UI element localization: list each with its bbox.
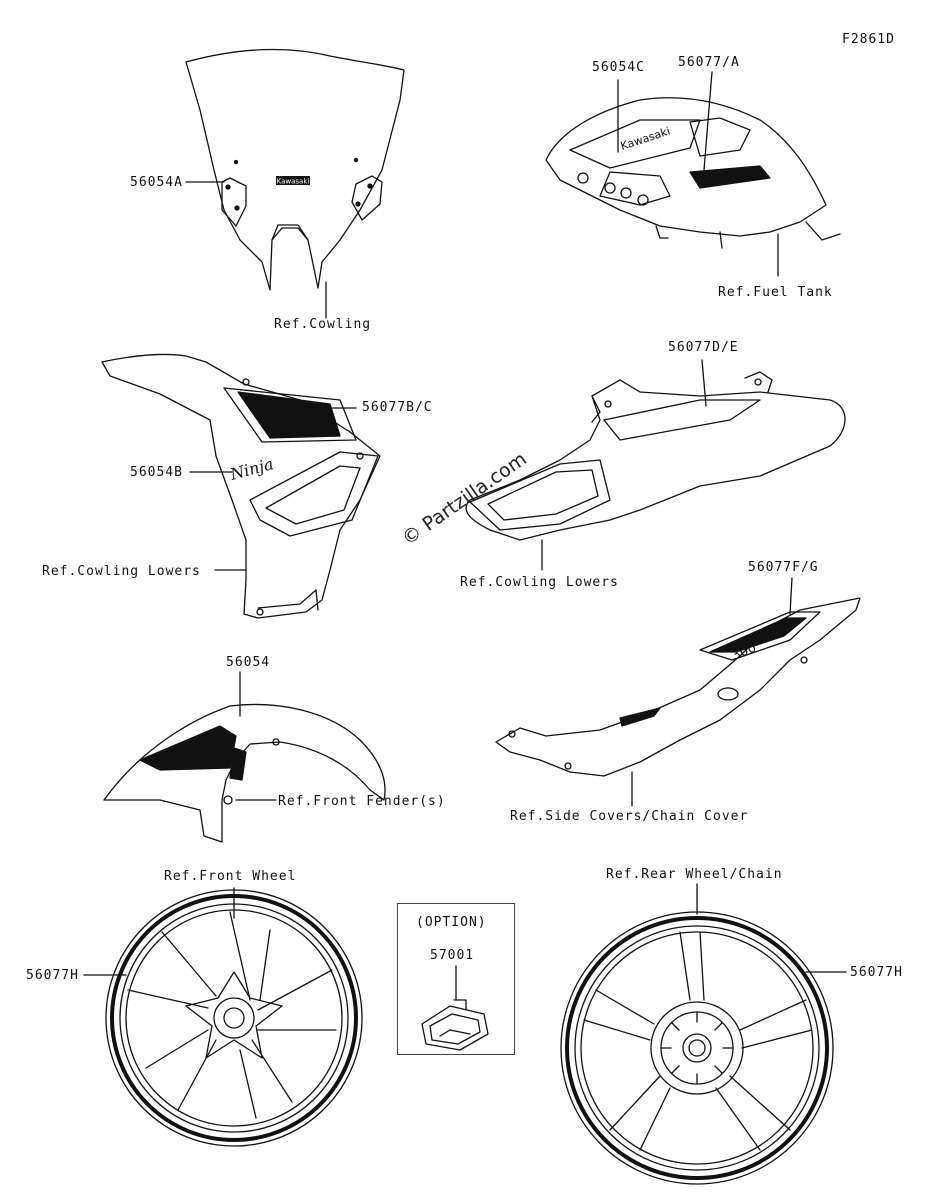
label-ref-front-wheel[interactable]: Ref.Front Wheel (164, 869, 297, 884)
label-56054C[interactable]: 56054C (592, 60, 645, 75)
front-fender (103, 703, 386, 843)
rear-wheel (560, 911, 834, 1185)
label-56077A[interactable]: 56077/A (678, 55, 740, 70)
label-56054A[interactable]: 56054A (130, 175, 183, 190)
side-cover: 300 (495, 597, 861, 777)
label-ref-side-covers[interactable]: Ref.Side Covers/Chain Cover (510, 809, 749, 824)
label-ref-fuel-tank[interactable]: Ref.Fuel Tank (718, 285, 833, 300)
leader-56077FG (789, 577, 793, 615)
label-ref-rear-wheel[interactable]: Ref.Rear Wheel/Chain (606, 867, 783, 882)
label-ref-front-fender[interactable]: Ref.Front Fender(s) (278, 794, 446, 809)
leader-56077DE (701, 359, 707, 407)
label-ref-cowling[interactable]: Ref.Cowling (274, 317, 372, 332)
leader-56077A (703, 71, 713, 171)
cowling-decal-text: Ninja (227, 454, 275, 484)
option-label: (OPTION) (416, 915, 487, 930)
option-box (397, 903, 515, 1055)
fuel-tank: Kawasaki (545, 97, 841, 249)
windscreen: Kawasaki (185, 48, 405, 319)
label-56054[interactable]: 56054 (226, 655, 271, 670)
label-56077DE[interactable]: 56077D/E (668, 340, 739, 355)
label-57001[interactable]: 57001 (430, 948, 475, 963)
windscreen-decal-text: Kawasaki (277, 178, 310, 186)
label-ref-cowling-lowers-right[interactable]: Ref.Cowling Lowers (460, 575, 619, 590)
label-56077H-left[interactable]: 56077H (26, 968, 79, 983)
front-wheel (105, 889, 363, 1147)
label-56077H-right[interactable]: 56077H (850, 965, 903, 980)
label-ref-cowling-lowers-left[interactable]: Ref.Cowling Lowers (42, 564, 201, 579)
tank-decal-text: Kawasaki (619, 125, 672, 153)
figure-code: F2861D (842, 32, 895, 47)
label-56054B[interactable]: 56054B (130, 465, 183, 480)
label-56077FG[interactable]: 56077F/G (748, 560, 819, 575)
cowling-lower-right (465, 371, 846, 541)
option-part-57001 (421, 999, 489, 1051)
label-56077BC[interactable]: 56077B/C (362, 400, 433, 415)
